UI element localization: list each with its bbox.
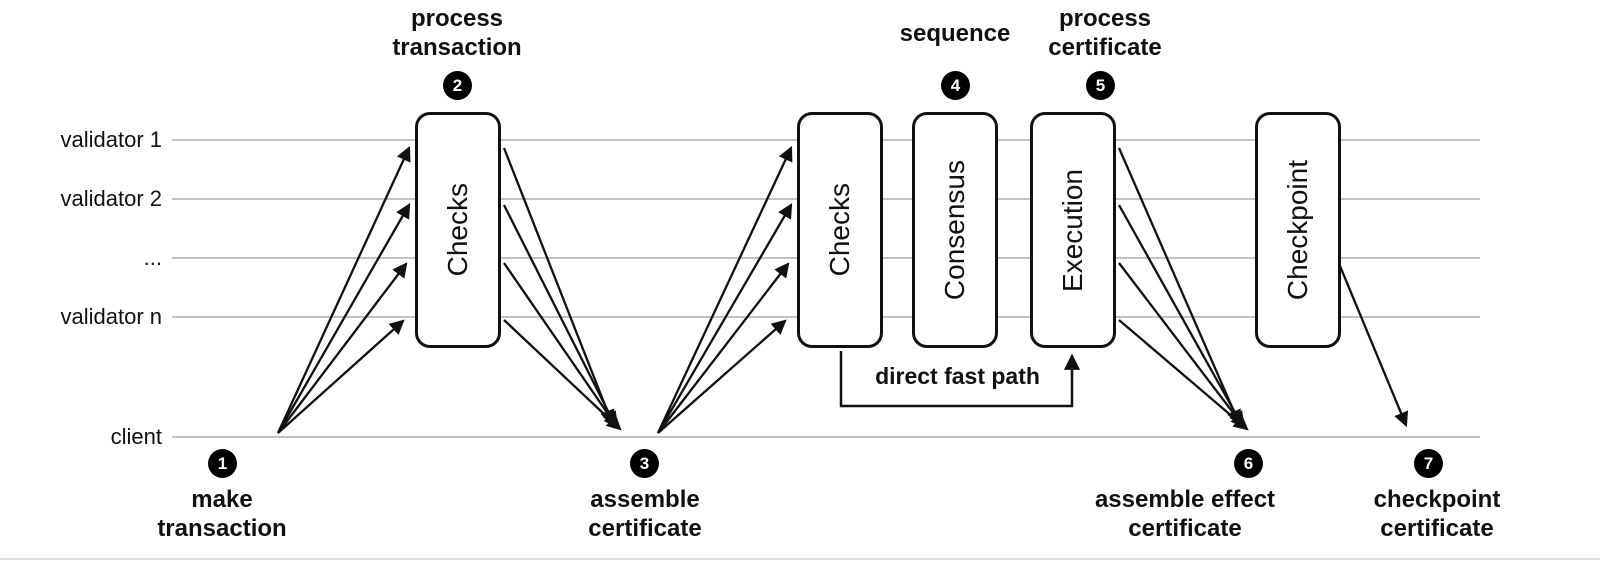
arrow-line <box>502 204 617 428</box>
step-number-6: 6 <box>1243 454 1254 473</box>
lane-label-validator-2: validator 2 <box>60 186 162 211</box>
arrow-line <box>503 319 622 431</box>
step-badge-5: 5 <box>1086 71 1115 100</box>
lane-label-validator-1: validator 1 <box>60 127 162 152</box>
stage-label-checks-1: Checks <box>442 183 473 277</box>
step-label-sequence: sequence <box>899 20 1011 47</box>
step-number-5: 5 <box>1095 76 1106 95</box>
step-label-process-certificate: process certificate <box>1048 5 1162 62</box>
step-label-assemble-certificate: assemble certificate <box>588 486 702 543</box>
arrow-line <box>1117 204 1244 427</box>
lane-label-client: client <box>110 424 162 449</box>
stage-box-execution: Execution <box>1030 112 1116 348</box>
step-badge-4: 4 <box>941 71 970 100</box>
lane-label-validator-n: validator n <box>60 304 162 329</box>
arrow-line <box>656 145 793 434</box>
step-number-4: 4 <box>950 76 961 95</box>
stage-box-consensus: Consensus <box>912 112 998 348</box>
arrow-line <box>657 203 793 434</box>
step-badge-7: 7 <box>1414 449 1443 478</box>
stage-label-consensus: Consensus <box>939 159 970 301</box>
stage-label-checks-2: Checks <box>824 183 855 277</box>
arrow-line <box>276 145 411 434</box>
arrows-make-transaction <box>276 145 411 434</box>
bottom-divider <box>0 558 1600 560</box>
step-label-assemble-effect-certificate: assemble effect certificate <box>1094 486 1276 543</box>
arrow-line <box>1118 262 1246 429</box>
step-badge-6: 6 <box>1234 449 1263 478</box>
stage-box-checkpoint: Checkpoint <box>1255 112 1341 348</box>
step-badge-2: 2 <box>443 71 472 100</box>
arrow-line <box>657 262 790 434</box>
direct-fast-path-arrow <box>839 351 1081 408</box>
arrows-assemble-effect-certificate <box>1117 147 1249 431</box>
step-badge-1: 1 <box>208 449 237 478</box>
arrows-assemble-certificate <box>502 147 622 431</box>
checkpoint-certificate-arrow <box>1338 265 1409 428</box>
arrow-line <box>277 203 411 434</box>
step-label-process-transaction: process transaction <box>392 5 522 62</box>
step-number-1: 1 <box>217 454 228 473</box>
arrow-line <box>1118 319 1249 431</box>
arrow-line <box>1117 147 1241 426</box>
arrows-submit-certificate <box>656 145 793 434</box>
stage-box-checks-1: Checks <box>415 112 501 348</box>
step-number-7: 7 <box>1423 454 1434 473</box>
stage-label-checkpoint: Checkpoint <box>1282 159 1313 301</box>
step-label-checkpoint-certificate: checkpoint certificate <box>1373 486 1501 543</box>
direct-fast-path-label: direct fast path <box>875 363 1040 389</box>
stage-box-checks-2: Checks <box>797 112 883 348</box>
step-badge-3: 3 <box>630 449 659 478</box>
stage-label-execution: Execution <box>1057 168 1088 292</box>
step-number-2: 2 <box>452 76 463 95</box>
arrow-line <box>277 262 408 434</box>
step-label-make-transaction: make transaction <box>157 486 287 543</box>
arrow-line <box>657 319 787 434</box>
lane-label-ellipsis: ... <box>143 245 162 270</box>
arrow-line <box>277 319 405 434</box>
arrow-line <box>503 262 619 429</box>
step-number-3: 3 <box>639 454 650 473</box>
arrow-line <box>502 147 615 426</box>
